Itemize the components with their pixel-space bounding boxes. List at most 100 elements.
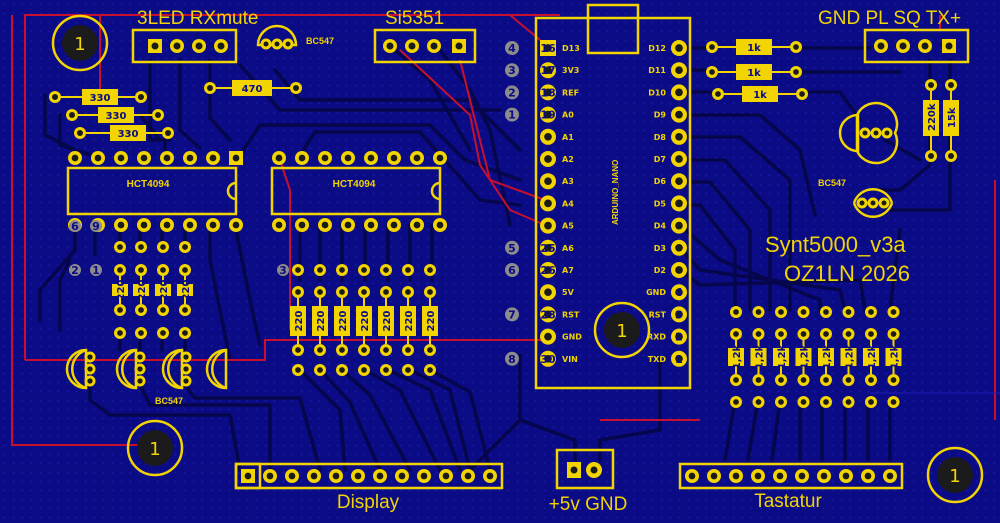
connector-marker	[505, 307, 519, 322]
nano-pin-label: D5	[654, 199, 667, 208]
resistor-label: 220	[360, 311, 371, 332]
resistor-330-c: 330	[74, 125, 174, 141]
transistor-bottom	[115, 348, 146, 390]
drill-hole	[339, 367, 345, 373]
drill-hole	[137, 354, 143, 360]
nano-pin-label: RST	[649, 310, 667, 319]
drill-hole	[868, 331, 874, 337]
drill-hole	[361, 267, 367, 273]
mount-hole-bottom-right: 1	[926, 446, 984, 504]
ic-hct4094-2: HCT4094	[270, 151, 447, 232]
resistor-body	[378, 306, 394, 336]
resistor-label: 1,2k	[822, 344, 833, 369]
ic1-label: HCT4094	[127, 179, 170, 190]
resistor-body	[155, 284, 171, 296]
resistor-body	[736, 64, 772, 80]
drill-hole	[890, 331, 897, 337]
drill-hole	[182, 330, 188, 336]
drill-hole	[398, 472, 406, 480]
nano-pin-label: A6	[562, 244, 574, 253]
drill-hole	[776, 472, 784, 480]
drill-hole	[140, 154, 148, 162]
nano-pin-number: 1	[675, 353, 683, 366]
drill-hole	[778, 309, 784, 315]
drill-hole	[798, 472, 806, 480]
nano-pin-label: RST	[562, 310, 580, 319]
mount-label: 1	[949, 466, 960, 487]
nano-pin-label: TXD	[648, 355, 667, 364]
drill-hole	[675, 354, 683, 363]
nano-pin-label: D3	[654, 244, 666, 253]
drill-hole	[71, 154, 79, 162]
drill-hole	[799, 91, 805, 97]
drill-hole	[87, 378, 93, 384]
nano-pin-label: A4	[562, 199, 574, 208]
drill-hole	[675, 221, 683, 230]
mount-hole-bottom-left: 1	[126, 419, 184, 477]
drill-hole	[864, 472, 872, 480]
drill-hole	[544, 66, 552, 75]
drill-hole	[544, 332, 552, 341]
drill-hole	[87, 366, 93, 372]
resistor-body	[400, 306, 416, 336]
transistor-bottom-label: BC547	[155, 396, 183, 406]
drill-hole	[733, 309, 739, 315]
nano-pin-label: 5V	[562, 288, 575, 297]
drill-hole	[800, 377, 807, 383]
drill-hole	[709, 69, 715, 75]
nano-pin-number: 18	[540, 86, 555, 99]
resistor-label: 470	[242, 84, 263, 95]
drill-hole	[413, 154, 421, 162]
mount-label: 1	[149, 439, 160, 460]
nano-pin-label: GND	[562, 333, 582, 342]
drill-hole	[295, 267, 301, 273]
resistor-15k: 15k	[943, 79, 959, 162]
marker-a: 6	[71, 220, 79, 233]
drill-hole	[427, 289, 433, 295]
drill-hole	[160, 244, 166, 250]
drill-hole	[209, 221, 217, 229]
transistor-right-2	[852, 188, 894, 218]
transistor-right-label: BC547	[818, 178, 846, 188]
drill-hole	[94, 154, 102, 162]
drill-hole	[675, 266, 683, 274]
drill-hole	[117, 307, 123, 313]
drill-hole	[117, 244, 123, 250]
drill-hole	[890, 399, 897, 405]
drill-hole	[755, 377, 762, 383]
resistor-body	[312, 306, 328, 336]
resistor-label: 15k	[947, 107, 958, 128]
drill-hole	[413, 221, 421, 229]
drill-hole	[367, 221, 375, 229]
drill-hole	[675, 199, 683, 208]
drill-hole	[339, 289, 345, 295]
drill-hole	[275, 154, 283, 162]
drill-hole	[675, 110, 683, 119]
drill-hole	[117, 221, 125, 229]
nano-pin-label: D12	[648, 44, 666, 53]
drill-hole	[186, 221, 194, 229]
drill-hole	[183, 366, 189, 372]
drill-hole	[317, 347, 323, 353]
drill-hole	[405, 289, 411, 295]
drill-hole	[183, 378, 189, 384]
drill-hole	[298, 221, 306, 229]
drill-hole	[182, 244, 188, 250]
nano-pin-label: D4	[654, 222, 667, 231]
display-header	[234, 462, 504, 490]
resistor-label: 220	[338, 311, 349, 332]
drill-hole	[755, 399, 762, 405]
mount-hole-center: 1	[593, 301, 651, 359]
drill-hole	[298, 154, 306, 162]
resistor-body	[112, 284, 128, 296]
connector-marker-number: 7	[508, 308, 516, 321]
drill-hole	[436, 154, 444, 162]
connector-marker-number: 5	[508, 242, 516, 255]
drill-hole	[344, 221, 352, 229]
drill-hole	[486, 472, 494, 480]
drill-hole	[778, 331, 784, 337]
connector-marker-number: 3	[508, 64, 516, 77]
resistor-label: 330	[90, 93, 111, 104]
